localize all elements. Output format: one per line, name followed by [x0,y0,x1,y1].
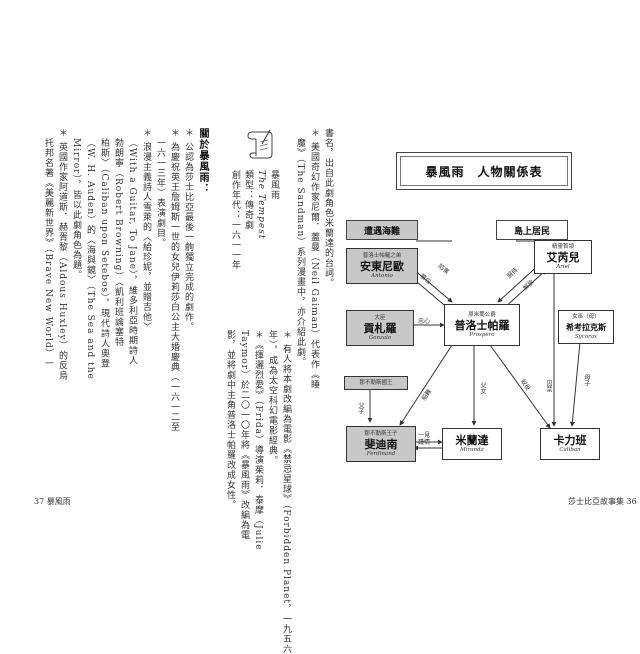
note-line: 一六一三年）表演劇目。 [155,138,165,248]
trivia-line: 魔》（The Sandman）系列漫畫中，亦介紹此劇。 [295,138,305,368]
node-ariel: 精靈首領 艾芮兒 Ariel [534,240,592,274]
antonio-name: 安東尼歐 [360,259,404,273]
trivia-line: Taymor）於二〇一〇年將《暴風雨》改編為電 [239,330,249,541]
node-miranda: 米蘭達 Miranda [442,428,502,460]
gonzalo-role: 大臣 [374,314,386,321]
info-title: 暴風雨 [269,170,279,200]
node-alonso: 那不勒斯國王 [344,376,408,390]
ferdinand-latin: Ferdinand [366,450,396,457]
edge-label: 囚禁 [545,380,552,392]
note-line: Mirror），皆以此劇角色為題。 [71,138,81,280]
sycorax-latin: Sycorax [574,333,598,340]
scroll-icon [246,128,276,162]
edge-label: 父女 [479,382,486,394]
gonzalo-name: 貢札羅 [363,321,397,335]
note-line: 勃朗寧（Robert Browning）〈凱利班論塞特 [113,138,123,347]
prospero-role: 原米蘭公爵 [468,311,496,318]
edge-label: 一見 鍾情 [418,432,431,446]
character-diagram: 遭遇海難 島上居民 普洛士帕羅之弟 安東尼歐 Antonio 大臣 貢札羅 Go… [340,210,620,480]
left-page: 暴風雨 The Tempest 類型：傳奇劇 創作年代：一六一一年 關於暴風雨：… [0,0,320,640]
sycorax-role: 女巫（母） [572,313,600,320]
note-line: ＊ 為慶祝英王詹姆斯一世的女兒伊莉莎白公主大婚慶典（一六一二至 [169,128,179,432]
node-sycorax: 女巫（母） 希考拉克斯 Sycorax [558,310,614,344]
left-folio: 37 暴風雨 [34,497,71,506]
miranda-name: 米蘭達 [455,434,489,447]
node-caliban: 卡力班 Caliban [540,428,600,460]
chart-title-box: 暴風雨 人物關係表 [396,152,572,190]
notes-heading: 關於暴風雨： [197,128,208,194]
note-line: （With a Guitar, To Jane），維多利亞時期詩人 [127,138,137,366]
caliban-latin: Caliban [559,447,581,453]
prospero-latin: Prospero [469,331,495,338]
ferdinand-role: 那不勒斯王子 [364,430,398,437]
trivia-line: ＊《揮灑烈愛》（Frida）導演茱莉．泰摩（Julie [253,330,263,551]
node-prospero: 原米蘭公爵 普洛士帕羅 Prospero [444,304,520,346]
diagram-lines [367,240,581,451]
info-genre: 類型：傳奇劇 [243,170,253,230]
edge-label: 母子 [583,374,590,386]
note-line: ＊ 公認為莎士比亞最後一齣獨立完成的劇作。 [183,128,193,332]
ariel-latin: Ariel [556,263,570,270]
ferdinand-name: 斐迪南 [364,437,398,451]
trivia-line: 年），成為太空科幻電影經典。 [267,330,277,466]
caliban-name: 卡力班 [553,434,587,447]
note-line: ＊ 英國作家阿道斯．赫胥黎（Aldous Huxley）的反烏 [57,128,67,381]
info-date: 創作年代：一六一一年 [230,170,240,270]
trivia-line: ＊ 美國奇幻作家尼爾．蓋曼（Neil Gaiman）代表作《睡 [309,128,319,390]
prospero-name: 普洛士帕羅 [454,318,510,332]
right-folio: 莎士比亞故事集 36 [568,497,637,506]
trivia-line: ＊ 有人將本劇改編為電影《禁忌星球》（Forbidden Planet，一九五六 [281,330,291,654]
node-antonio: 普洛士帕羅之弟 安東尼歐 Antonio [346,248,418,284]
note-line: （W. H. Auden）的〈海與鏡〉（The Sea and the [85,138,95,380]
info-title-en: The Tempest [256,170,266,240]
gonzalo-latin: Gonzalo [368,334,392,341]
miranda-latin: Miranda [460,447,484,453]
note-line: ＊ 浪漫主義詩人雪萊的〈給珍妮，並贈吉他〉 [141,128,151,332]
alonso-role: 那不勒斯國王 [359,379,393,386]
group-shipwrecked: 遭遇海難 [346,220,418,240]
edge-label: 忠心 [418,318,431,325]
antonio-latin: Antonio [371,272,393,279]
note-line: 柏斯〉（Caliban upon Setebos），現代詩人奧登 [99,138,109,369]
group-islanders: 島上居民 [496,220,568,240]
node-ferdinand: 那不勒斯王子 斐迪南 Ferdinand [346,426,416,462]
antonio-role: 普洛士帕羅之弟 [362,252,402,259]
ariel-name: 艾芮兒 [546,250,580,264]
edge-label: 父子 [357,402,364,414]
ariel-role: 精靈首領 [551,243,574,250]
trivia-line: 書名，出自此劇角色米蘭達的台詞。 [323,128,333,288]
node-gonzalo: 大臣 貢札羅 Gonzalo [346,310,414,346]
note-line: 托邦名著《美麗新世界》（Brave New World）一 [43,138,53,369]
sycorax-name: 希考拉克斯 [566,321,606,332]
chart-title: 暴風雨 人物關係表 [425,164,543,179]
trivia-line: 影，並將劇中主角普洛士帕羅改成女性。 [225,330,235,510]
